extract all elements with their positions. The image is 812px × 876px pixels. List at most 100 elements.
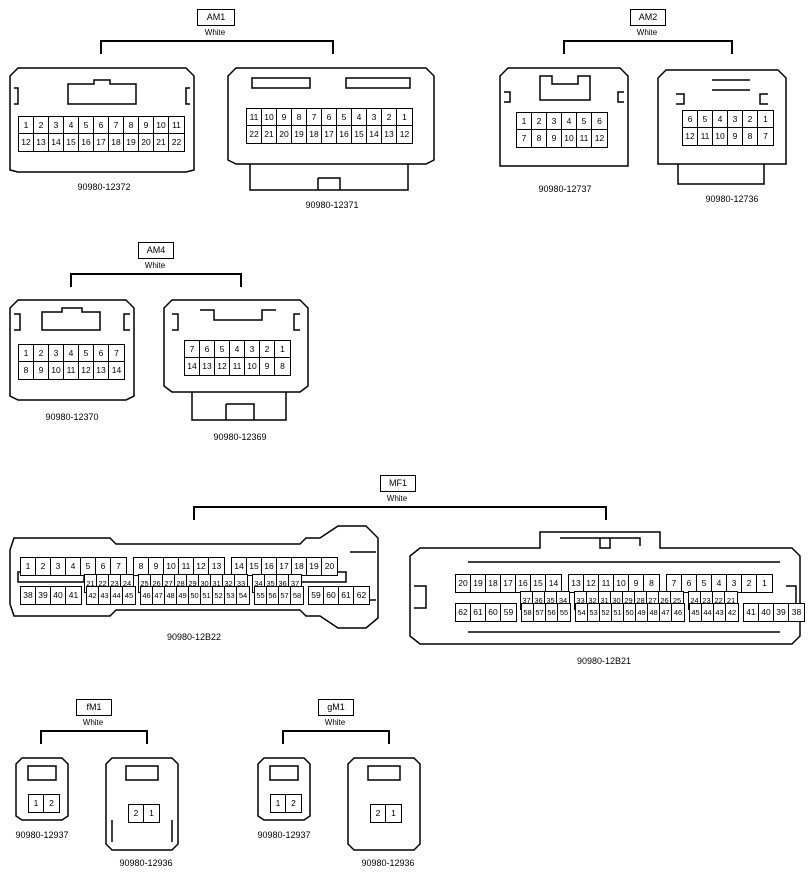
pin-2: 2: [129, 805, 144, 822]
part-number-12370: 90980-12370: [45, 412, 99, 422]
pin-8: 8: [134, 558, 149, 575]
pin-48: 48: [165, 587, 177, 604]
pin-10: 10: [154, 117, 169, 134]
pin-51: 51: [612, 604, 624, 621]
pin-12: 12: [215, 358, 230, 375]
pin-4: 4: [64, 117, 79, 134]
part-number-fm1-12937: 90980-12937: [15, 830, 69, 840]
pin-49: 49: [177, 587, 189, 604]
mf1-bracket: [193, 506, 607, 520]
pin-57: 57: [279, 587, 291, 604]
pin-8: 8: [19, 362, 34, 379]
gm1-color: White: [324, 718, 346, 727]
pin-53: 53: [588, 604, 600, 621]
pin-2: 2: [743, 111, 758, 128]
part-number-12737: 90980-12737: [538, 184, 592, 194]
pin-51: 51: [201, 587, 213, 604]
pin-26: 26: [659, 592, 671, 609]
pin-11: 11: [169, 117, 184, 134]
part-number-12B22: 90980-12B22: [166, 632, 222, 642]
pin-13: 13: [382, 126, 397, 143]
pin-41: 41: [68, 590, 79, 600]
pin-60: 60: [486, 604, 501, 621]
pin-12: 12: [79, 362, 94, 379]
pin-43: 43: [99, 587, 111, 604]
pin-5: 5: [79, 117, 94, 134]
pin-12: 12: [399, 129, 410, 139]
pin-10: 10: [245, 358, 260, 375]
pin-59: 59: [503, 607, 514, 617]
pin-19: 19: [471, 575, 486, 592]
pin-39: 39: [774, 604, 789, 621]
fm1-tag: fM1: [76, 699, 112, 716]
pin-32: 32: [587, 592, 599, 609]
pin-28: 28: [635, 592, 647, 609]
pin-18: 18: [109, 134, 124, 151]
pin-53: 53: [225, 587, 237, 604]
gm1-bracket: [282, 730, 390, 744]
pin-14: 14: [548, 578, 559, 588]
pin-31: 31: [211, 575, 223, 592]
part-number-gm1-12936: 90980-12936: [361, 858, 415, 868]
part-number-12B21: 90980-12B21: [576, 656, 632, 666]
pin-20: 20: [456, 575, 471, 592]
pin-38: 38: [21, 587, 36, 604]
pin-2: 2: [742, 575, 757, 592]
pin-35: 35: [265, 575, 277, 592]
pin-7: 7: [667, 575, 682, 592]
pin-3: 3: [367, 109, 382, 126]
pin-14: 14: [111, 365, 122, 375]
pin-4: 4: [64, 345, 79, 362]
mf1-tag: MF1: [380, 475, 416, 492]
pin-30: 30: [611, 592, 623, 609]
pin-7: 7: [185, 341, 200, 358]
pin-7: 7: [116, 561, 121, 571]
am4-tag: AM4: [138, 242, 174, 259]
pin-9: 9: [629, 575, 644, 592]
pin-11: 11: [698, 128, 713, 145]
pin-18: 18: [486, 575, 501, 592]
pin-2: 2: [291, 798, 296, 808]
pin-13: 13: [569, 575, 584, 592]
am1-bracket: [100, 40, 334, 54]
pin-44: 44: [111, 587, 123, 604]
pin-34: 34: [253, 575, 265, 592]
pin-17: 17: [94, 134, 109, 151]
pin-10: 10: [262, 109, 277, 126]
pin-6: 6: [94, 345, 109, 362]
part-number-gm1-12937: 90980-12937: [257, 830, 311, 840]
pin-10: 10: [49, 362, 64, 379]
pin-21: 21: [726, 596, 736, 605]
pin-16: 16: [262, 558, 277, 575]
pin-1: 1: [391, 808, 396, 818]
part-number-12369: 90980-12369: [213, 432, 267, 442]
pin-61: 61: [339, 587, 354, 604]
pin-20: 20: [324, 561, 335, 571]
pin-52: 52: [213, 587, 225, 604]
fm1-color: White: [82, 718, 104, 727]
pin-8: 8: [280, 361, 285, 371]
gm1-tag: gM1: [318, 699, 354, 716]
pin-11: 11: [64, 362, 79, 379]
pin-60: 60: [324, 587, 339, 604]
pin-10: 10: [562, 130, 577, 147]
pin-34: 34: [558, 596, 568, 605]
pin-25: 25: [672, 596, 682, 605]
pin-11: 11: [577, 130, 592, 147]
pin-6: 6: [683, 111, 698, 128]
pin-9: 9: [139, 117, 154, 134]
pin-9: 9: [260, 358, 275, 375]
pin-9: 9: [547, 130, 562, 147]
